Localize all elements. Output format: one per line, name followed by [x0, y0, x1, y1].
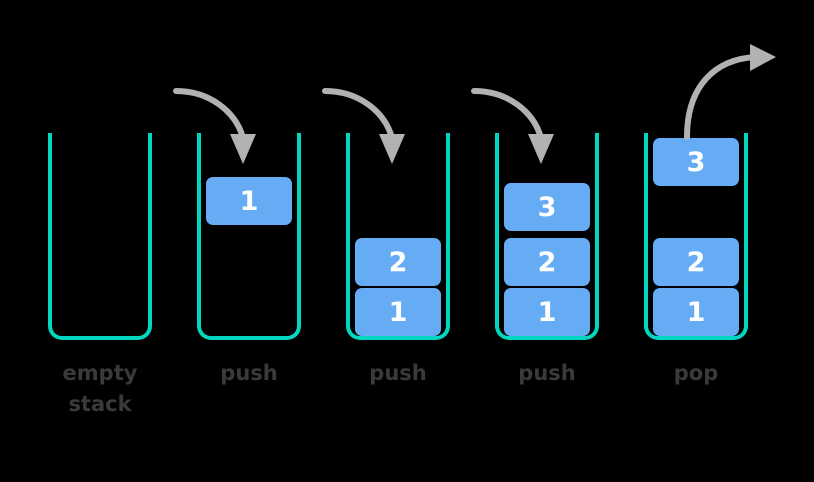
stack-box: 1 [355, 288, 441, 336]
stack-box: 1 [504, 288, 590, 336]
stack-container [197, 133, 301, 340]
stack-column-push-2: 2 1 push [346, 0, 496, 482]
stack-column-push-3: 3 2 1 push [495, 0, 645, 482]
stack-box: 2 [504, 238, 590, 286]
stack-label-push-2: push [369, 361, 427, 385]
stack-column-push-1: 1 push [197, 0, 347, 482]
stack-box: 2 [653, 238, 739, 286]
stack-label-pop: pop [673, 361, 719, 385]
stack-label-push-1: push [220, 361, 278, 385]
stack-container [495, 133, 599, 340]
stack-box: 1 [653, 288, 739, 336]
stack-column-empty-stack: empty stack [48, 0, 198, 482]
stack-box: 3 [504, 183, 590, 231]
stack-container [48, 133, 152, 340]
stack-column-pop: 3 2 1 pop [644, 0, 794, 482]
stack-label-empty-stack: empty stack [62, 361, 138, 416]
stack-box: 2 [355, 238, 441, 286]
stack-label-push-3: push [518, 361, 576, 385]
stack-box-popped: 3 [653, 138, 739, 186]
stack-container [346, 133, 450, 340]
stack-container [644, 133, 748, 340]
stack-box: 1 [206, 177, 292, 225]
